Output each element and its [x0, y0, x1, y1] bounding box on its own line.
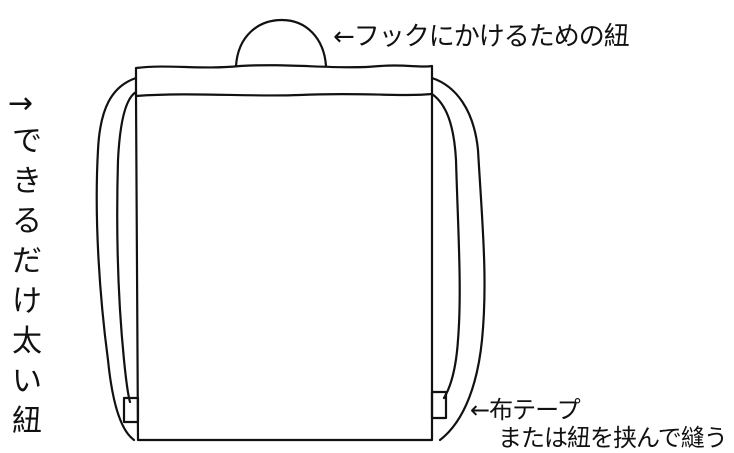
- strap-arrow-icon: →: [8, 86, 34, 121]
- left-strap-outer: [95, 76, 138, 442]
- right-strap-outer: [430, 76, 486, 442]
- drawstring-casing: [134, 64, 434, 98]
- tape-label-line2: または紐を挟んで縫う: [498, 424, 728, 452]
- right-strap-inner: [430, 92, 461, 400]
- right-tape-tab: [430, 390, 448, 420]
- hook-string-label: ←フックにかけるための紐: [333, 22, 630, 52]
- left-strap-inner: [116, 90, 138, 404]
- hook-loop: [234, 18, 328, 68]
- tape-label-line1: ←布テープ: [470, 396, 581, 424]
- left-tape-tab: [122, 396, 140, 424]
- strap-label: できるだけ太い紐: [12, 124, 42, 439]
- bag-body: [134, 92, 434, 442]
